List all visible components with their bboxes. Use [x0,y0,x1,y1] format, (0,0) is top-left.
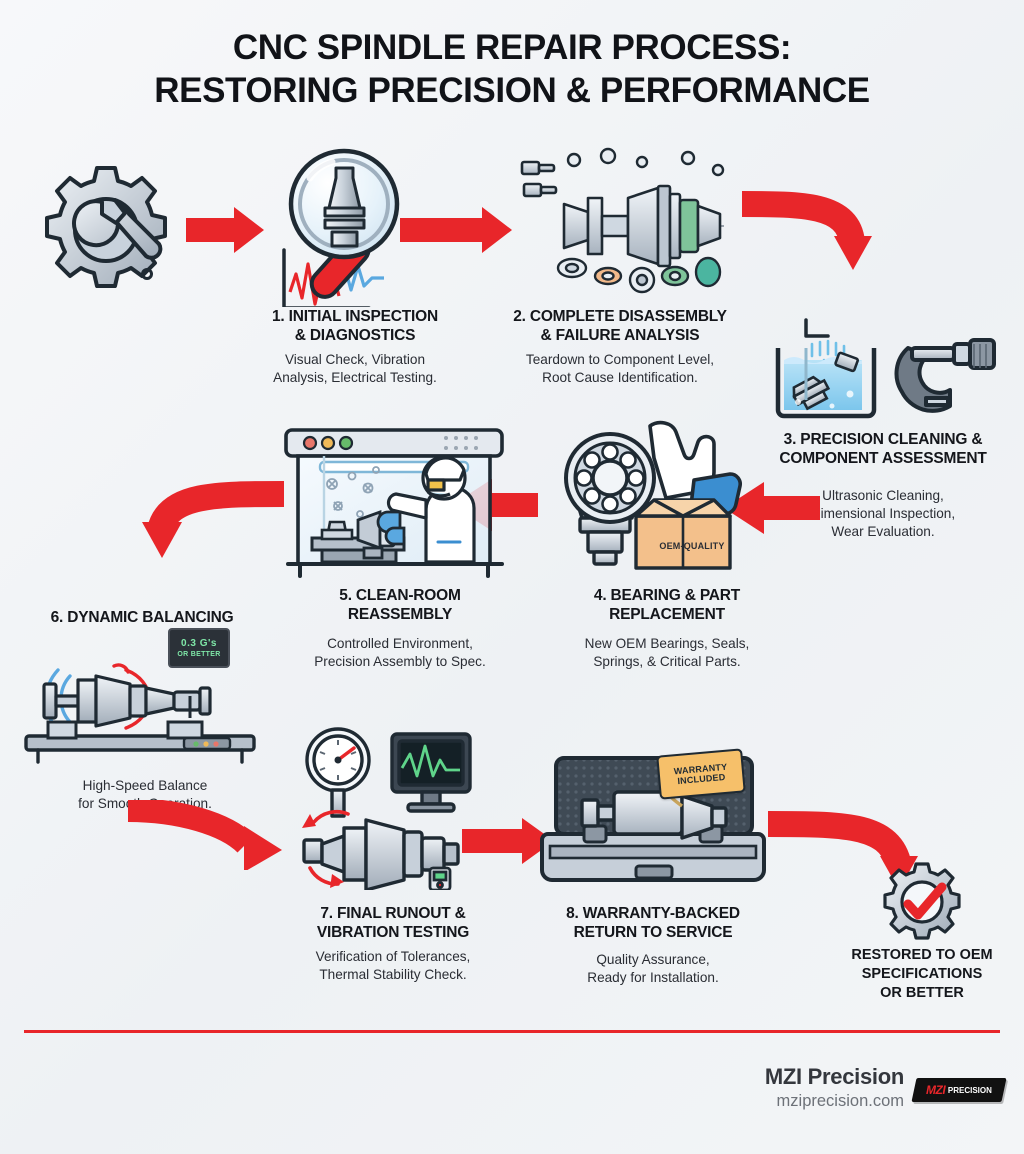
ultrasonic-tank-micrometer-icon [775,318,996,419]
final-line-2: SPECIFICATIONS [861,965,983,982]
step-4-desc-line-1: New OEM Bearings, Seals, [584,635,750,651]
step-3-desc-line-3: Wear Evaluation. [831,523,935,539]
step-4-desc-line-2: Springs, & Critical Parts. [593,653,741,669]
arrow-2-right [400,207,512,253]
step-4-title-line-1: 4. BEARING & PART [593,587,741,604]
step-1-text: 1. INITIAL INSPECTION & DIAGNOSTICS Visu… [210,307,500,387]
balance-readout-sub: OR BETTER [177,650,221,658]
step-1-title-line-2: & DIAGNOSTICS [294,327,416,345]
step-2-desc-line-1: Teardown to Component Level, [525,351,715,367]
arrow-4-left [724,482,820,534]
step-7-desc-line-1: Verification of Tolerances, [315,948,471,964]
title-line-2: RESTORING PRECISION & PERFORMANCE [154,71,870,111]
step-2-text: 2. COMPLETE DISASSEMBLY & FAILURE ANALYS… [478,307,762,387]
step-6-desc-line-1: High-Speed Balance [82,778,208,793]
step-3-title-line-1: 3. PRECISION CLEANING & [783,431,983,448]
step-3-desc-line-2: Dimensional Inspection, [810,505,956,521]
step-3-title-line-2: COMPONENT ASSESSMENT [779,450,987,468]
step-7-title-line-1: 7. FINAL RUNOUT & [320,905,466,922]
step-5-desc-line-2: Precision Assembly to Spec. [314,653,486,669]
step-5-desc-line-1: Controlled Environment, [327,635,473,651]
brand-name: MZI Precision [764,1064,904,1089]
step-5-text: 5. CLEAN-ROOM REASSEMBLY Controlled Envi… [272,586,528,671]
balancing-machine-icon [24,663,256,764]
step-1-desc: Visual Check, Vibration Analysis, Electr… [210,351,500,387]
step-4-text: 4. BEARING & PART REPLACEMENT New OEM Be… [538,586,796,671]
step-4-title: 4. BEARING & PART REPLACEMENT [538,586,796,625]
footer-brand: MZI Precision mziprecision.com [765,1064,904,1111]
step-6-title: 6. DYNAMIC BALANCING [14,608,270,627]
balance-readout-display: 0.3 G's OR BETTER [168,628,230,668]
cleanroom-technician-icon [284,428,504,578]
step-1-title-line-1: 1. INITIAL INSPECTION [271,308,439,325]
footer-divider [24,1030,1000,1033]
step-2-desc-line-2: Root Cause Identification. [542,369,698,385]
step-2-desc: Teardown to Component Level, Root Cause … [478,351,762,387]
step-2-title: 2. COMPLETE DISASSEMBLY & FAILURE ANALYS… [478,307,762,346]
arrow-6-curved-left-down [142,481,285,558]
hand-bearing-oem-box-icon [564,420,742,570]
page-title: CNC SPINDLE REPAIR PROCESS: RESTORING PR… [0,26,1024,113]
step-6-title-line-1: 6. DYNAMIC BALANCING [50,609,234,626]
runout-gauge-monitor-icon [302,727,472,890]
logo-mzi-text: MZI [926,1083,946,1097]
step-8-title-line-2: RETURN TO SERVICE [573,924,733,942]
step-8-desc: Quality Assurance, Ready for Installatio… [528,951,778,987]
magnifier-spindle-waveform-icon [282,148,400,307]
step-7-desc-line-2: Thermal Stability Check. [319,966,467,982]
step-3-desc-line-1: Ultrasonic Cleaning, [822,487,944,503]
step-7-desc: Verification of Tolerances, Thermal Stab… [268,948,518,984]
step-1-desc-line-1: Visual Check, Vibration [284,351,426,367]
step-4-desc: New OEM Bearings, Seals, Springs, & Crit… [538,635,796,671]
step-7-title: 7. FINAL RUNOUT & VIBRATION TESTING [268,904,518,943]
arrow-7-curved-right [127,800,282,870]
arrow-3-curved-down [741,191,872,270]
brand-url[interactable]: mziprecision.com [776,1092,904,1110]
step-8-title-line-1: 8. WARRANTY-BACKED [566,905,740,922]
gear-checkmark-icon [883,862,961,940]
balance-readout-value: 0.3 G's [181,637,217,649]
arrow-1-right [186,207,264,253]
step-3-title: 3. PRECISION CLEANING & COMPONENT ASSESS… [742,430,1024,469]
step-5-title-line-1: 5. CLEAN-ROOM [339,587,461,604]
step-3-text: 3. PRECISION CLEANING & COMPONENT ASSESS… [742,430,1024,541]
step-7-text: 7. FINAL RUNOUT & VIBRATION TESTING Veri… [268,904,518,984]
title-line-1: CNC SPINDLE REPAIR PROCESS: [232,28,792,67]
warranty-included-tag: WARRANTY INCLUDED [656,748,746,800]
step-8-text: 8. WARRANTY-BACKED RETURN TO SERVICE Qua… [528,904,778,987]
step-2-title-line-1: 2. COMPLETE DISASSEMBLY [513,308,727,325]
step-4-title-line-2: REPLACEMENT [609,606,725,624]
oem-quality-box-label: OEM-QUALITY [659,541,725,551]
mzi-precision-logo: MZI PRECISION [911,1078,1007,1102]
step-8-desc-line-1: Quality Assurance, [596,951,710,967]
final-line-1: RESTORED TO OEM [851,947,993,963]
step-7-title-line-2: VIBRATION TESTING [316,924,470,942]
logo-precision-text: PRECISION [947,1085,992,1095]
step-1-desc-line-2: Analysis, Electrical Testing. [273,369,437,385]
step-3-desc: Ultrasonic Cleaning, Dimensional Inspect… [742,487,1024,541]
step-8-desc-line-2: Ready for Installation. [587,969,719,985]
final-outcome-label: RESTORED TO OEM SPECIFICATIONS OR BETTER [832,946,1012,1003]
step-5-title: 5. CLEAN-ROOM REASSEMBLY [272,586,528,625]
final-line-3: OR BETTER [880,984,964,1001]
step-1-title: 1. INITIAL INSPECTION & DIAGNOSTICS [210,307,500,346]
exploded-spindle-parts-icon [520,147,725,294]
arrow-8-right [462,818,554,864]
step-5-title-line-2: REASSEMBLY [347,606,453,624]
gear-wrench-icon [45,166,167,288]
step-2-title-line-2: & FAILURE ANALYSIS [540,327,700,345]
step-5-desc: Controlled Environment, Precision Assemb… [272,635,528,671]
step-8-title: 8. WARRANTY-BACKED RETURN TO SERVICE [528,904,778,943]
